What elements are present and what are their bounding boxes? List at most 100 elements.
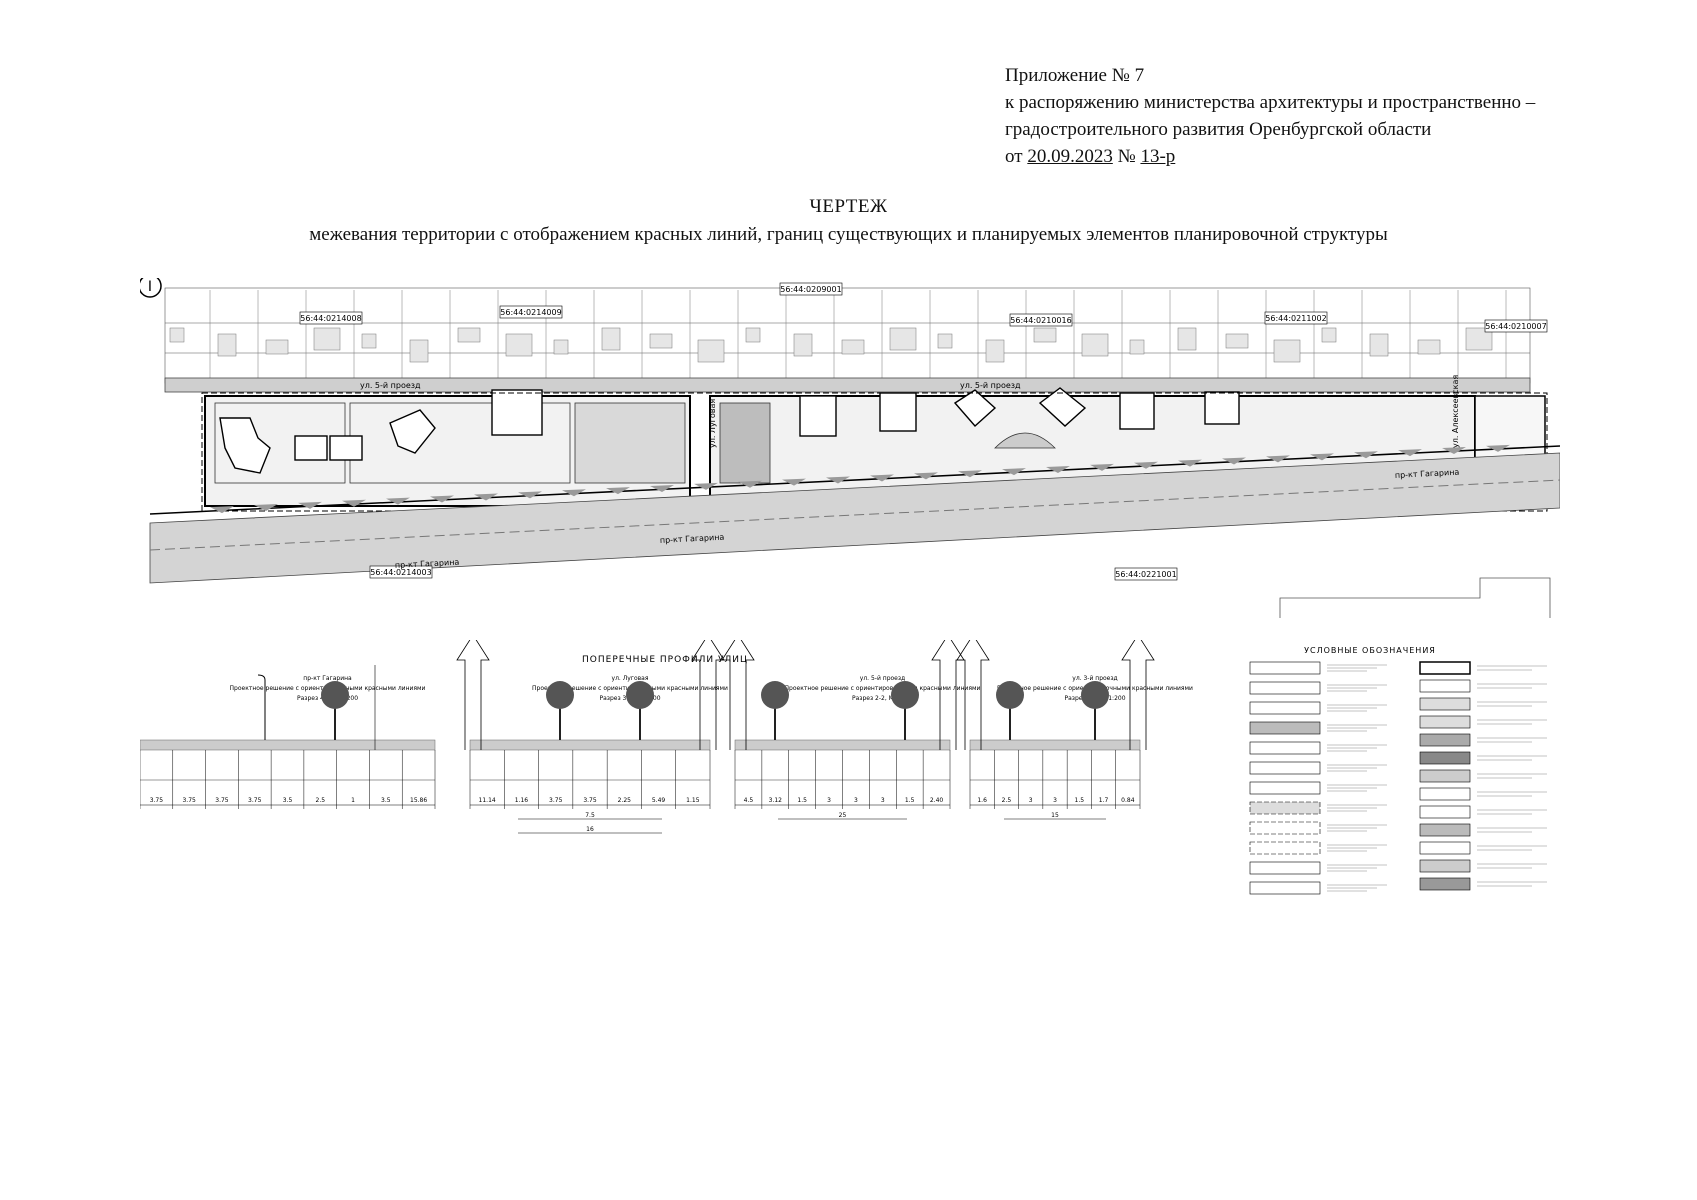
- building-outline: [691, 640, 725, 750]
- dimension-label: 1.5: [905, 797, 915, 804]
- dimension-label: 1.5: [797, 797, 807, 804]
- tree-icon: [546, 681, 574, 709]
- dimension-label: 3.75: [248, 797, 262, 804]
- street-label: ул. 5-й проезд: [960, 381, 1021, 390]
- building-outline: [956, 640, 990, 750]
- building-footprint: [505, 333, 533, 357]
- hatch-mark: [782, 478, 806, 486]
- street-label: пр-кт Гагарина: [1395, 468, 1460, 480]
- building-footprint: [265, 339, 289, 355]
- hatch-mark: [1266, 455, 1290, 463]
- hatch-mark: [1134, 461, 1158, 469]
- legend-swatch-left: [1249, 681, 1321, 695]
- dimension-label: 3.75: [583, 797, 597, 804]
- street-label: пр-кт Гагарина: [395, 558, 460, 570]
- legend-swatch-right: [1419, 769, 1471, 783]
- legend-swatch-left: [1249, 861, 1321, 875]
- legend-swatch-right: [1419, 679, 1471, 693]
- buildings: [219, 387, 1240, 474]
- building-outline: [1121, 640, 1155, 750]
- hatch-mark: [1002, 468, 1026, 476]
- legend-swatch-left: [1249, 841, 1321, 855]
- surrounding-lots: [169, 290, 1507, 378]
- annex-line-4: от 20.09.2023 № 13-р: [1005, 143, 1535, 170]
- profile-name: ул. 5-й проезд: [860, 675, 905, 682]
- dimension-label: 4.5: [744, 797, 754, 804]
- building-footprint: [889, 327, 917, 351]
- dimension-label: 2.40: [930, 797, 944, 804]
- hatch-mark: [1310, 453, 1334, 461]
- hatch-mark: [694, 482, 718, 490]
- hatch-mark: [1442, 446, 1466, 454]
- legend-swatch-right: [1419, 823, 1471, 837]
- north-mark-label: I: [148, 279, 152, 295]
- cadastral-label: 56:44:0211002: [1265, 314, 1326, 323]
- building-footprint: [841, 339, 865, 355]
- legend-heading: УСЛОВНЫЕ ОБОЗНАЧЕНИЯ: [1304, 646, 1436, 655]
- drawing-title-main: ЧЕРТЕЖ: [809, 196, 888, 217]
- dimension-label: 3.75: [549, 797, 563, 804]
- building-footprint: [457, 327, 481, 343]
- hatch-mark: [650, 485, 674, 492]
- building-footprint: [217, 333, 237, 357]
- building-footprint: [553, 339, 569, 355]
- dimension-label: 3.5: [283, 797, 293, 804]
- hatch-mark: [254, 504, 278, 512]
- dimension-label: 1.16: [515, 797, 529, 804]
- hatch-mark: [958, 470, 982, 478]
- north-mark-icon: I: [140, 278, 162, 298]
- legend-swatch-right: [1419, 733, 1471, 747]
- hatch-mark: [1090, 463, 1114, 471]
- hatch-mark: [430, 495, 454, 503]
- tree-icon: [891, 681, 919, 709]
- street-label: пр-кт Гагарина: [660, 533, 725, 545]
- hatch-mark: [914, 472, 938, 480]
- legend-swatch-left: [1249, 821, 1321, 835]
- building-footprint: [1081, 333, 1109, 357]
- building-footprint: [1033, 327, 1057, 343]
- street-lamp-icon: [257, 674, 266, 740]
- building-footprint: [937, 333, 953, 349]
- legend: УСЛОВНЫЕ ОБОЗНАЧЕНИЯ: [1249, 646, 1547, 895]
- dimension-label: 11.14: [479, 797, 496, 804]
- building-footprint: [169, 327, 185, 343]
- annex-number-prefix: №: [1112, 146, 1141, 167]
- street-label: ул. 5-й проезд: [360, 381, 421, 390]
- street-profile: ул. ЛуговаяПроектное решение с ориентиро…: [456, 640, 728, 834]
- hatch-mark: [738, 480, 762, 488]
- annex-line-3: градостроительного развития Оренбургской…: [1005, 119, 1432, 140]
- legend-swatch-right: [1419, 697, 1471, 711]
- legend-swatch-left: [1249, 741, 1321, 755]
- building-footprint: [1321, 327, 1337, 343]
- hatch-mark: [210, 506, 234, 514]
- profile-description: Проектное решение с ориентировочными кра…: [785, 685, 981, 692]
- dimension-label: 2.5: [316, 797, 326, 804]
- dimension-label: 3: [827, 797, 831, 804]
- building-footprint: [409, 339, 429, 363]
- hatch-strip: [210, 444, 1510, 514]
- drawing-title-sub: межевания территории с отображением крас…: [309, 224, 1388, 245]
- profile-scale: Разрез 2-2, М 1:200: [852, 695, 913, 702]
- dimension-label: 0.84: [1121, 797, 1135, 804]
- tree-icon: [1081, 681, 1109, 709]
- legend-swatch-right: [1419, 859, 1471, 873]
- legend-swatch-left: [1249, 701, 1321, 715]
- cadastral-label: 56:44:0214009: [500, 308, 561, 317]
- dimension-label: 15.86: [410, 797, 427, 804]
- dimension-label: 2.25: [618, 797, 632, 804]
- tree-icon: [761, 681, 789, 709]
- legend-swatch-right: [1419, 661, 1471, 675]
- building-footprint: [313, 327, 341, 351]
- street-labels: ул. 5-й проезд ул. 5-й проезд пр-кт Гага…: [360, 375, 1460, 570]
- tree-icon: [996, 681, 1024, 709]
- legend-swatch-right: [1419, 715, 1471, 729]
- hatch-mark: [1398, 449, 1422, 457]
- dimension-label: 1: [351, 797, 355, 804]
- building-footprint: [361, 333, 377, 349]
- profile-name: ул. Луговая: [612, 675, 649, 682]
- annex-block: Приложение № 7 к распоряжению министерст…: [1005, 62, 1535, 170]
- dimension-label: 2.5: [1002, 797, 1012, 804]
- dimension-label: 1.15: [686, 797, 700, 804]
- total-dimension-label: 16: [586, 826, 594, 833]
